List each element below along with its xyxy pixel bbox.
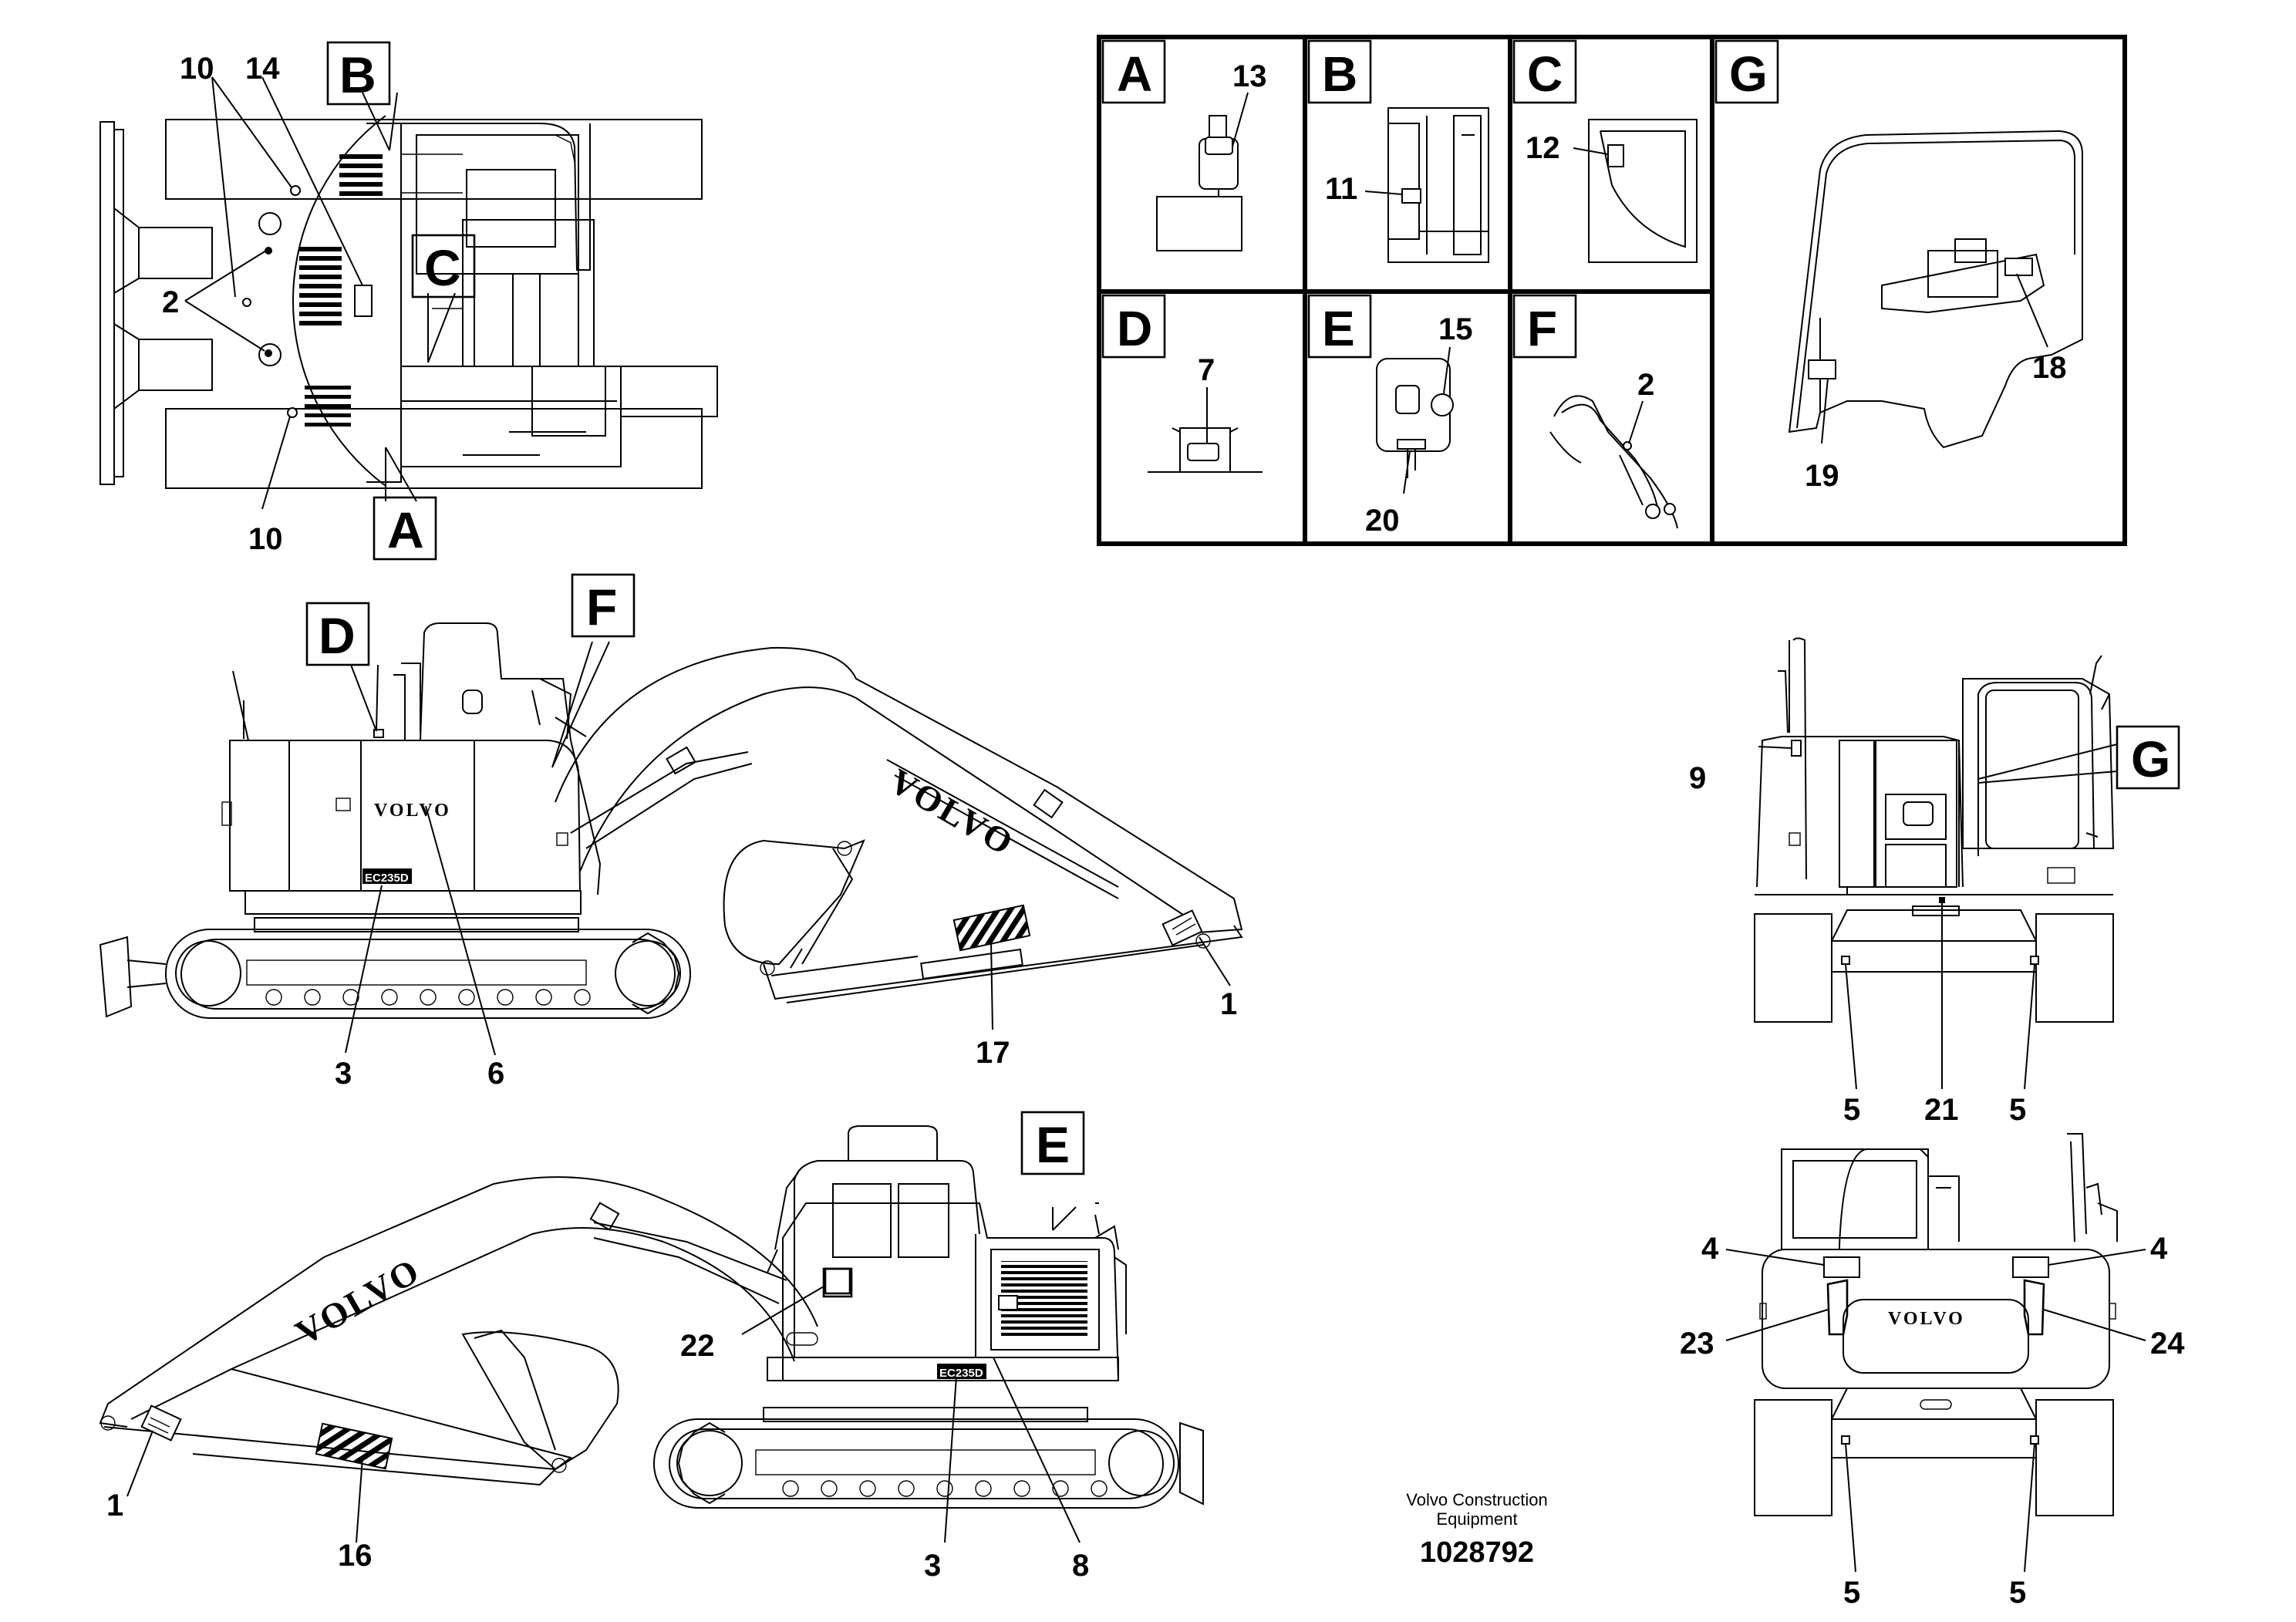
- inset-b: B 11: [1307, 39, 1489, 263]
- callout-21: 21: [1924, 1093, 1959, 1127]
- callout-20: 20: [1365, 504, 1400, 538]
- brand-logo-rear: VOLVO: [1888, 1309, 1965, 1329]
- brand-logo-boom-right: VOLVO: [289, 1250, 427, 1353]
- inset-a: A 13: [1101, 39, 1267, 251]
- callout-10: 10: [180, 52, 214, 86]
- callout-19: 19: [1805, 459, 1839, 493]
- top-view: 10 14 2 10 B C A: [99, 41, 718, 561]
- callout-4: 4: [1701, 1232, 1719, 1266]
- callout-5: 5: [2009, 1093, 2026, 1127]
- front-view: G 9 5 21 5: [1689, 637, 2180, 1127]
- inset-label-a: A: [1117, 46, 1152, 102]
- callout-3: 3: [924, 1549, 941, 1583]
- inset-label-c: C: [1527, 46, 1563, 102]
- inset-d: D 7: [1101, 294, 1263, 473]
- rear-view: VOLVO 4 4 23 24 5 5: [1680, 1133, 2185, 1610]
- inset-c: C 12: [1512, 39, 1698, 263]
- inset-f: F 2: [1512, 294, 1678, 529]
- callout-16: 16: [338, 1539, 373, 1573]
- view-label-b: B: [339, 46, 376, 103]
- callout-5: 5: [2009, 1576, 2026, 1610]
- right-side-view: EC235D VOLVO 1 16 22 3 8 E: [99, 1111, 1204, 1583]
- inset-e: E 15 20: [1307, 294, 1473, 538]
- inset-label-g: G: [1729, 46, 1768, 102]
- callout-15: 15: [1438, 312, 1473, 346]
- callout-1: 1: [106, 1489, 123, 1523]
- inset-g: G 18 19: [1714, 39, 2083, 493]
- callout-18: 18: [2032, 351, 2067, 385]
- callout-9: 9: [1689, 761, 1706, 795]
- callout-8: 8: [1072, 1549, 1089, 1583]
- callout-3: 3: [335, 1057, 352, 1091]
- callout-1: 1: [1220, 987, 1237, 1021]
- callout-24: 24: [2150, 1327, 2185, 1361]
- callout-11: 11: [1325, 172, 1357, 206]
- callout-5: 5: [1843, 1576, 1860, 1610]
- inset-label-f: F: [1527, 301, 1557, 356]
- callout-2: 2: [1637, 368, 1654, 402]
- view-label-f: F: [586, 578, 617, 636]
- inset-label-d: D: [1117, 301, 1152, 356]
- view-label-c: C: [424, 239, 461, 296]
- view-label-a: A: [387, 501, 424, 558]
- callout-23: 23: [1680, 1327, 1714, 1361]
- callout-22: 22: [680, 1329, 715, 1363]
- callout-12: 12: [1526, 131, 1560, 165]
- inset-label-b: B: [1322, 46, 1357, 102]
- callout-14: 14: [245, 52, 280, 86]
- inset-label-e: E: [1322, 301, 1355, 356]
- model-plate: EC235D: [365, 872, 409, 885]
- callout-17: 17: [976, 1036, 1010, 1070]
- view-label-d: D: [319, 607, 356, 664]
- drawing-number: 1028792: [1420, 1536, 1534, 1569]
- callout-2: 2: [162, 285, 179, 319]
- brand-logo: VOLVO: [374, 801, 451, 821]
- brand-logo-boom: VOLVO: [883, 760, 1021, 863]
- callout-4: 4: [2150, 1232, 2168, 1266]
- view-label-g: G: [2131, 730, 2170, 787]
- callout-10: 10: [248, 522, 283, 556]
- footer-company-line2: Equipment: [1436, 1509, 1517, 1529]
- callout-5: 5: [1843, 1093, 1860, 1127]
- callout-6: 6: [487, 1057, 504, 1091]
- footer-company-line1: Volvo Construction: [1406, 1490, 1547, 1509]
- callout-13: 13: [1232, 59, 1267, 93]
- view-label-e: E: [1036, 1116, 1070, 1173]
- model-plate-right: EC235D: [939, 1367, 983, 1380]
- footer: Volvo Construction Equipment 1028792: [1406, 1490, 1547, 1569]
- callout-7: 7: [1198, 353, 1215, 387]
- detail-inset-panel: A 13 B 11 C 12 D 7: [1097, 35, 2127, 546]
- left-side-view: VOLVO EC235D VOLVO 1 17 3 6 D F: [99, 573, 1243, 1091]
